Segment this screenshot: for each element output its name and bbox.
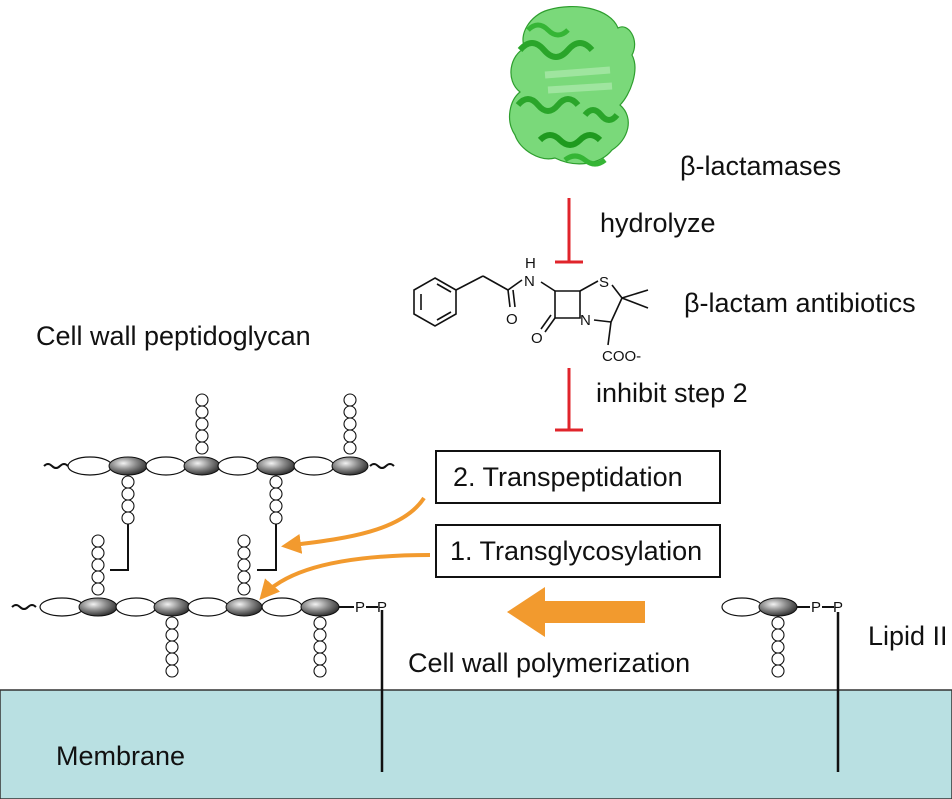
lipid-ii-label: Lipid II	[868, 621, 948, 651]
cell-wall-polymerization-label: Cell wall polymerization	[408, 648, 690, 678]
phosphate-4: P	[833, 599, 843, 616]
transglycosylation-arrow	[259, 553, 431, 601]
transpeptidation-label: 2. Transpeptidation	[453, 462, 683, 492]
atom-h: H	[525, 255, 536, 272]
lower-peptide-stems-up	[91, 534, 251, 596]
phosphate-2: P	[377, 599, 387, 616]
polymerization-arrow	[507, 587, 645, 637]
atom-n-ring: N	[580, 312, 591, 329]
membrane-layer	[0, 689, 952, 799]
transpeptidation-arrow	[281, 496, 426, 554]
phosphate-1: P	[355, 599, 365, 616]
penicillin-structure-icon	[413, 275, 649, 346]
lower-peptide-stems-down	[165, 616, 327, 678]
beta-lactamases-label: β-lactamases	[680, 151, 841, 181]
atom-n-amide: N	[524, 273, 535, 290]
inhibit-step-2-label: inhibit step 2	[596, 378, 748, 408]
cell-wall-peptidoglycan-label: Cell wall peptidoglycan	[36, 321, 311, 351]
transpeptidation-box: 2. Transpeptidation	[435, 450, 721, 504]
upper-glycan-strand	[43, 456, 395, 476]
carboxylate-group: COO-	[602, 348, 641, 365]
upper-peptide-stems-up	[195, 393, 357, 455]
transglycosylation-box: 1. Transglycosylation	[435, 524, 721, 578]
atom-o-lactam: O	[531, 330, 543, 347]
atom-o-amide: O	[506, 311, 518, 328]
atom-s: S	[599, 274, 609, 291]
lipid-ii-unit	[721, 597, 840, 772]
hydrolyze-inhibition-symbol	[555, 198, 583, 264]
beta-lactam-antibiotics-label: β-lactam antibiotics	[684, 288, 916, 318]
beta-lactamase-icon	[508, 5, 636, 167]
transglycosylation-label: 1. Transglycosylation	[450, 536, 702, 566]
lower-glycan-strand	[11, 597, 384, 772]
phosphate-3: P	[811, 599, 821, 616]
membrane-label: Membrane	[56, 741, 185, 771]
upper-peptide-stems-down	[110, 475, 283, 571]
inhibit-step-2-symbol	[555, 368, 583, 432]
hydrolyze-label: hydrolyze	[600, 208, 716, 238]
